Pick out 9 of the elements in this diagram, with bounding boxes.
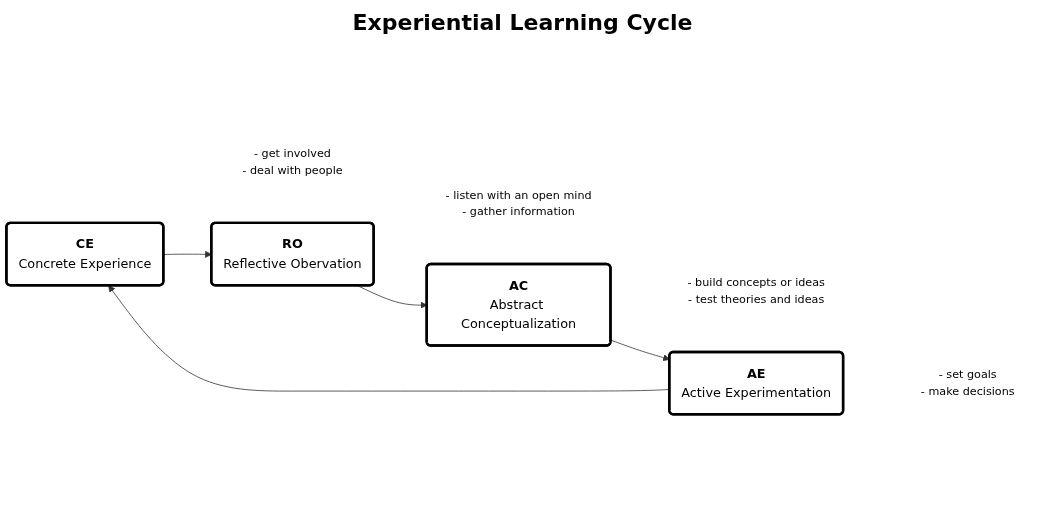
diagram-title: Experiential Learning Cycle xyxy=(351,10,694,35)
node-label: - deal with people xyxy=(242,163,343,177)
node-label: - listen with an open mind xyxy=(445,188,592,202)
node-label: - test theories and ideas xyxy=(688,292,825,306)
node-label: - set goals xyxy=(938,368,997,381)
node-label: - build concepts or ideas xyxy=(687,276,825,289)
node-label: - make decisions xyxy=(920,384,1015,398)
node-label: - gather information xyxy=(462,205,575,218)
node-label: - get involved xyxy=(254,147,331,160)
